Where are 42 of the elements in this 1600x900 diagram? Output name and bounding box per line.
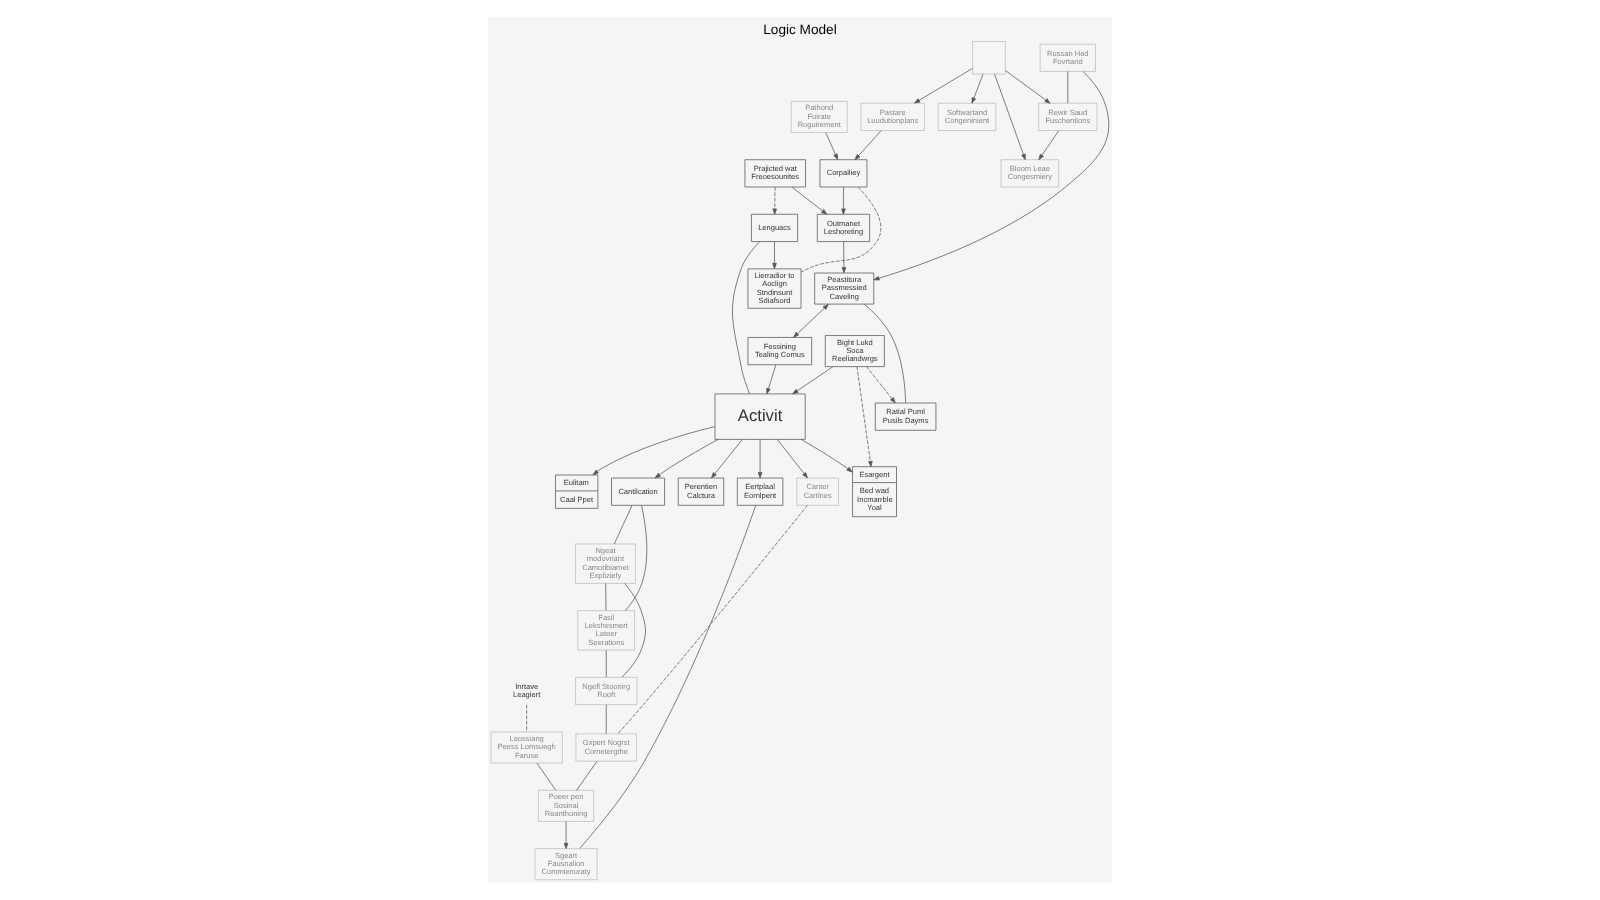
arrow bbox=[592, 426, 716, 476]
arrow bbox=[791, 186, 828, 215]
connector bbox=[536, 762, 557, 791]
connector bbox=[1067, 71, 1069, 104]
arrow bbox=[772, 186, 777, 215]
arrow bbox=[654, 439, 719, 479]
arrow bbox=[800, 439, 853, 473]
arrow bbox=[866, 366, 896, 404]
connector bbox=[732, 241, 761, 395]
connector bbox=[576, 760, 598, 791]
arrow bbox=[711, 439, 743, 479]
connector bbox=[617, 505, 808, 734]
connector bbox=[605, 704, 607, 735]
arrow bbox=[994, 73, 1026, 160]
arrow bbox=[1004, 70, 1051, 104]
connector bbox=[863, 303, 907, 404]
arrow bbox=[856, 366, 873, 467]
arrow bbox=[792, 366, 834, 395]
connector bbox=[579, 504, 757, 849]
arrow bbox=[841, 241, 847, 274]
arrow bbox=[777, 439, 808, 479]
arrow bbox=[757, 439, 763, 479]
arrow bbox=[841, 186, 846, 215]
connector bbox=[800, 186, 882, 273]
arrow bbox=[772, 241, 777, 270]
arrow bbox=[563, 821, 569, 849]
arrow bbox=[854, 130, 882, 161]
connector bbox=[605, 649, 607, 678]
connector bbox=[605, 583, 607, 611]
node-box bbox=[972, 41, 1006, 75]
arrow bbox=[914, 67, 974, 104]
arrow bbox=[793, 304, 829, 338]
connector bbox=[526, 704, 528, 733]
arrow bbox=[873, 71, 1110, 281]
connector bbox=[625, 505, 648, 611]
node-box: Activit bbox=[714, 393, 806, 440]
arrow bbox=[971, 73, 984, 104]
arrow bbox=[1038, 130, 1060, 161]
arrow bbox=[766, 364, 777, 395]
arrow bbox=[825, 132, 839, 160]
connector bbox=[613, 505, 633, 545]
connector bbox=[621, 583, 646, 678]
